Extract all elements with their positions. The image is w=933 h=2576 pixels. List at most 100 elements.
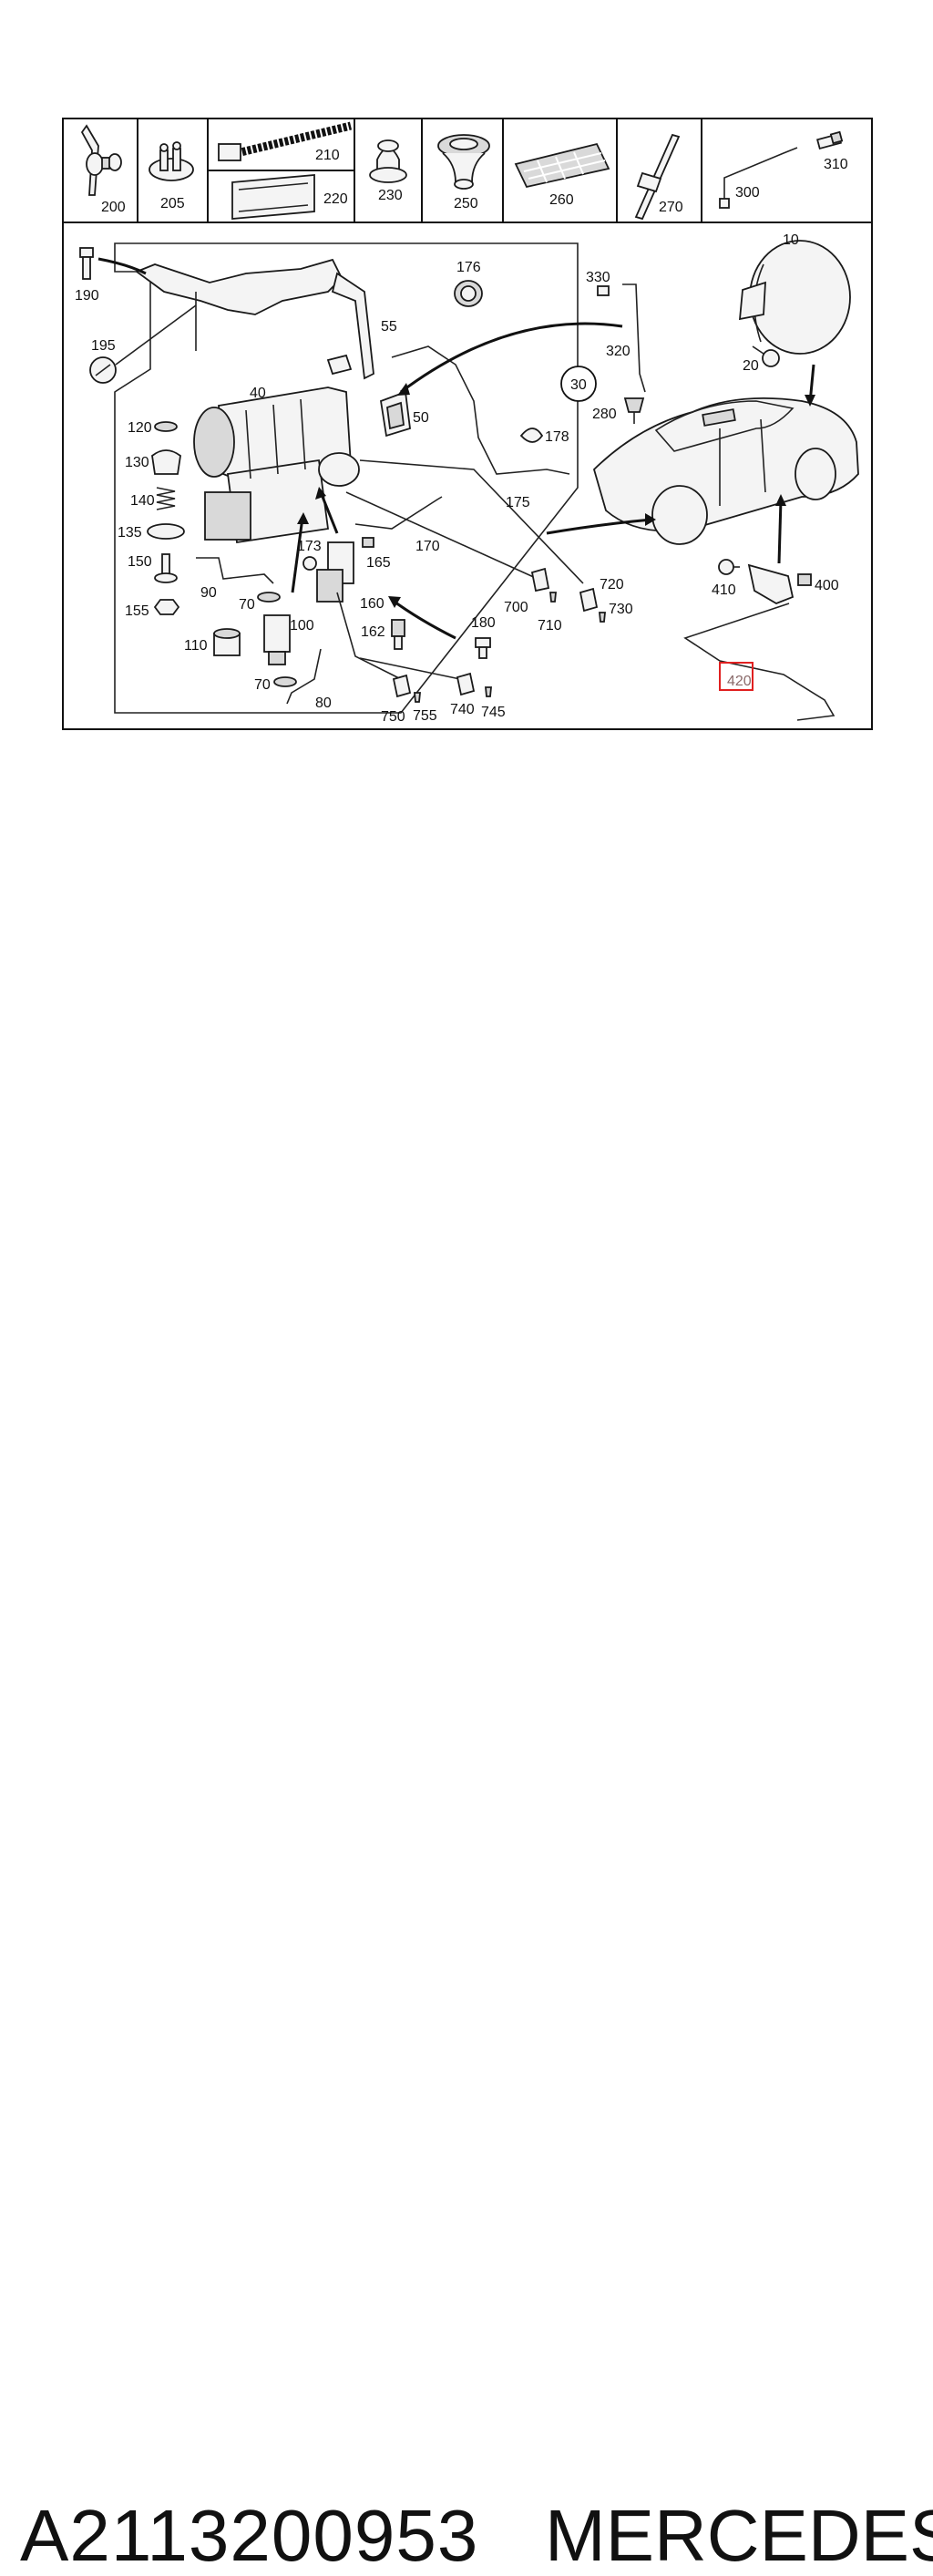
callout-410: 410 — [712, 582, 736, 598]
callout-150: 150 — [128, 554, 152, 570]
part-10-reservoir — [738, 240, 851, 355]
part-250-icon — [437, 134, 490, 190]
callout-50: 50 — [413, 410, 429, 426]
callout-400: 400 — [815, 578, 839, 593]
callout-70-upper: 70 — [239, 597, 255, 613]
part-130-icon — [151, 449, 181, 475]
callout-730: 730 — [609, 602, 633, 617]
callout-155: 155 — [125, 603, 149, 619]
callout-110: 110 — [184, 638, 208, 654]
leader-lines — [336, 459, 584, 680]
part-320-pipe — [622, 283, 646, 393]
part-230-icon — [369, 139, 407, 183]
callout-700: 700 — [504, 600, 528, 615]
callout-745: 745 — [481, 705, 506, 720]
callout-195: 195 — [91, 338, 116, 354]
part-176-icon — [454, 280, 483, 307]
callout-30-circle — [560, 366, 597, 402]
part-260-icon — [514, 142, 610, 189]
part-300-icon — [719, 147, 798, 209]
part-165-icon — [362, 537, 374, 548]
header-label-270: 270 — [659, 200, 683, 215]
callout-labels: 10 20 30 40 50 55 70 70 80 90 100 110 12… — [75, 232, 839, 725]
part-50-relay — [379, 390, 411, 438]
part-162-icon — [391, 619, 405, 650]
callout-720: 720 — [600, 577, 624, 592]
header-label-205: 205 — [160, 196, 185, 211]
callout-55: 55 — [381, 319, 397, 335]
part-140-spring-icon — [156, 487, 176, 510]
part-100-filter — [263, 614, 291, 665]
callout-120: 120 — [128, 420, 152, 436]
callout-176: 176 — [456, 260, 481, 275]
callout-180: 180 — [471, 615, 496, 631]
arrowheads — [297, 383, 815, 608]
callout-178: 178 — [545, 429, 569, 445]
part-205-icon — [149, 141, 194, 181]
part-190-bolt-icon — [79, 247, 94, 280]
brand-name: MERCEDES — [545, 2495, 933, 2576]
part-120-icon — [154, 421, 178, 432]
part-420-line — [683, 603, 836, 721]
header-label-300: 300 — [735, 185, 760, 201]
part-80-hose — [286, 648, 322, 705]
callout-80: 80 — [315, 696, 332, 711]
callout-160: 160 — [360, 596, 384, 612]
part-175-hose — [391, 345, 570, 475]
part-200-icon — [80, 124, 122, 196]
callout-740: 740 — [450, 702, 475, 717]
part-180-bolt-icon — [475, 637, 491, 659]
callout-140: 140 — [130, 493, 155, 509]
header-label-210: 210 — [315, 148, 340, 163]
vehicle-illustration — [592, 397, 859, 545]
part-195-wrench-icon — [89, 356, 117, 384]
header-label-310: 310 — [824, 157, 848, 172]
part-150-icon — [154, 553, 178, 583]
callout-330: 330 — [586, 270, 610, 285]
part-40-compressor — [193, 386, 360, 544]
part-55-bracket — [135, 258, 374, 380]
callout-175: 175 — [506, 495, 530, 510]
part-178-clip — [519, 428, 544, 443]
header-labels: 200 205 210 220 230 250 260 270 300 310 — [101, 148, 848, 215]
part-number: A2113200953 — [20, 2495, 479, 2576]
callout-710: 710 — [538, 618, 562, 634]
callout-173: 173 — [297, 539, 322, 554]
callout-70-lower: 70 — [254, 677, 271, 693]
callout-170: 170 — [415, 539, 440, 554]
part-110-icon — [213, 628, 241, 656]
header-label-250: 250 — [454, 196, 478, 211]
callout-90: 90 — [200, 585, 217, 601]
part-135-icon — [147, 523, 185, 540]
part-173-icon — [302, 556, 317, 571]
callout-10: 10 — [783, 232, 799, 248]
part-70-clamp-lower — [273, 676, 297, 687]
callout-100: 100 — [290, 618, 314, 634]
part-330-icon — [597, 285, 610, 296]
callout-130: 130 — [125, 455, 149, 470]
header-label-260: 260 — [549, 192, 574, 208]
assembly-panel-outline — [114, 242, 579, 714]
part-420-highlight — [719, 662, 754, 691]
part-270-icon — [634, 133, 681, 221]
part-170-pipe — [354, 496, 443, 530]
callout-190: 190 — [75, 288, 99, 304]
part-70-clamp-upper — [257, 592, 281, 603]
part-410-bolt-icon — [718, 559, 740, 575]
callout-30: 30 — [570, 377, 587, 393]
header-label-230: 230 — [378, 188, 403, 203]
callout-135: 135 — [118, 525, 142, 541]
part-220-icon — [231, 174, 315, 220]
part-310-icon — [816, 130, 844, 150]
callout-40: 40 — [250, 386, 266, 401]
part-210-icon — [218, 121, 353, 161]
part-90-pipe — [196, 557, 274, 584]
callout-20: 20 — [743, 358, 759, 374]
header-label-220: 220 — [323, 191, 348, 207]
header-cell-grid — [137, 118, 702, 222]
callout-162: 162 — [361, 624, 385, 640]
callout-755: 755 — [413, 708, 437, 724]
callout-420: 420 — [727, 674, 752, 689]
header-label-200: 200 — [101, 200, 126, 215]
part-155-nut-icon — [153, 599, 180, 615]
